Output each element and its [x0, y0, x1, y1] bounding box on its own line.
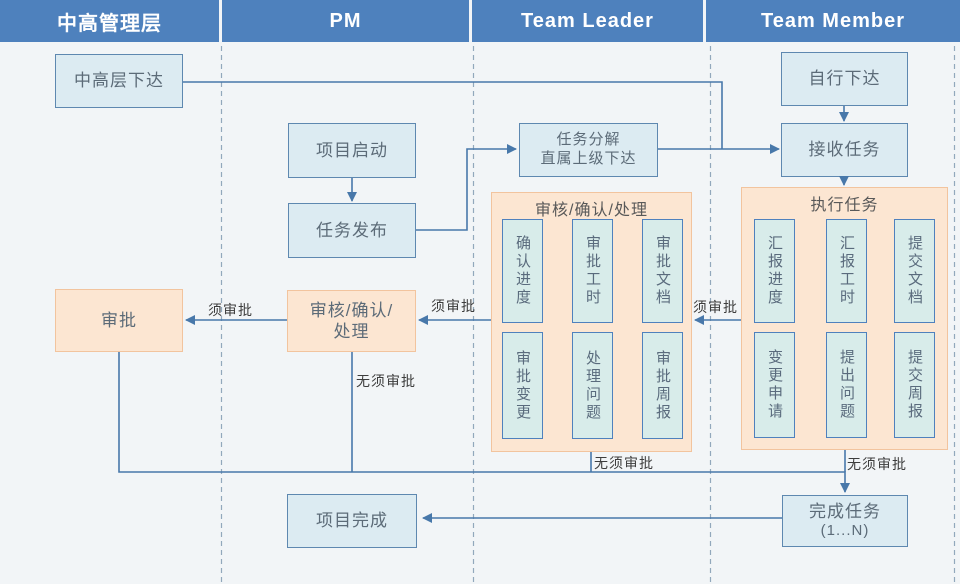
group-execute-task: 执行任务 汇报进度 汇报工时 提交文档 变更申请 提出问题 提交周报 — [741, 187, 948, 450]
node-label: 审核/确认/ — [309, 300, 394, 320]
subtask-approve-docs: 审批文档 — [642, 219, 683, 323]
node-label: 任务发布 — [316, 220, 388, 240]
node-task-publish: 任务发布 — [288, 203, 416, 258]
node-label: 中高层下达 — [74, 71, 164, 91]
node-receive-task: 接收任务 — [781, 123, 908, 177]
node-label: 自行下达 — [808, 69, 881, 89]
subtask-report-progress: 汇报进度 — [754, 219, 795, 323]
node-approve: 审批 — [55, 289, 183, 352]
subtask-approve-hours: 审批工时 — [572, 219, 613, 323]
node-label: 完成任务 — [809, 502, 881, 521]
subtask-report-hours: 汇报工时 — [826, 219, 867, 323]
node-label-line2: 处理 — [333, 322, 370, 341]
subtask-approve-weekly: 审批周报 — [642, 332, 683, 439]
node-task-decompose: 任务分解 直属上级下达 — [519, 123, 658, 177]
edge-label-no-approve: 无须审批 — [356, 373, 416, 389]
edge-label-no-approve: 无须审批 — [594, 455, 654, 471]
node-self-assign: 自行下达 — [781, 52, 908, 106]
node-label: 审批 — [101, 310, 137, 330]
subtask-approve-change: 审批变更 — [502, 332, 543, 439]
subtask-submit-weekly: 提交周报 — [894, 332, 935, 438]
group-review-confirm-handle: 审核/确认/处理 确认进度 审批工时 审批文档 审批变更 处理问题 审批周报 — [491, 192, 692, 452]
group-execute-title: 执行任务 — [810, 197, 879, 214]
node-label-line2: (1...N) — [820, 522, 870, 540]
lane-header-pm: PM — [222, 0, 469, 42]
node-management-assign: 中高层下达 — [55, 54, 183, 108]
subtask-handle-issues: 处理问题 — [572, 332, 613, 439]
edge-label-must-approve: 须审批 — [693, 299, 738, 315]
subtask-confirm-progress: 确认进度 — [502, 219, 543, 323]
lane-header-team-member: Team Member — [706, 0, 960, 42]
node-pm-review: 审核/确认/ 处理 — [287, 290, 416, 352]
edge-noapprove-to-taskcomplete — [118, 352, 850, 493]
node-label: 项目启动 — [316, 140, 388, 160]
edge-label-must-approve: 须审批 — [208, 302, 253, 318]
node-label-line2: 直属上级下达 — [540, 150, 637, 167]
subtask-raise-issues: 提出问题 — [826, 332, 867, 438]
group-review-title: 审核/确认/处理 — [535, 202, 648, 219]
lane-header-team-leader: Team Leader — [472, 0, 703, 42]
node-label: 任务分解 — [556, 131, 621, 149]
node-project-complete: 项目完成 — [287, 494, 417, 548]
edge-label-must-approve: 须审批 — [431, 298, 476, 314]
subtask-submit-docs: 提交文档 — [894, 219, 935, 323]
node-label: 项目完成 — [316, 511, 388, 531]
subtask-change-request: 变更申请 — [754, 332, 795, 438]
edge-label-no-approve: 无须审批 — [847, 456, 907, 472]
lane-header-management: 中高管理层 — [0, 0, 219, 42]
node-label: 接收任务 — [808, 140, 881, 160]
node-project-start: 项目启动 — [288, 123, 416, 178]
node-task-complete: 完成任务 (1...N) — [782, 495, 908, 547]
